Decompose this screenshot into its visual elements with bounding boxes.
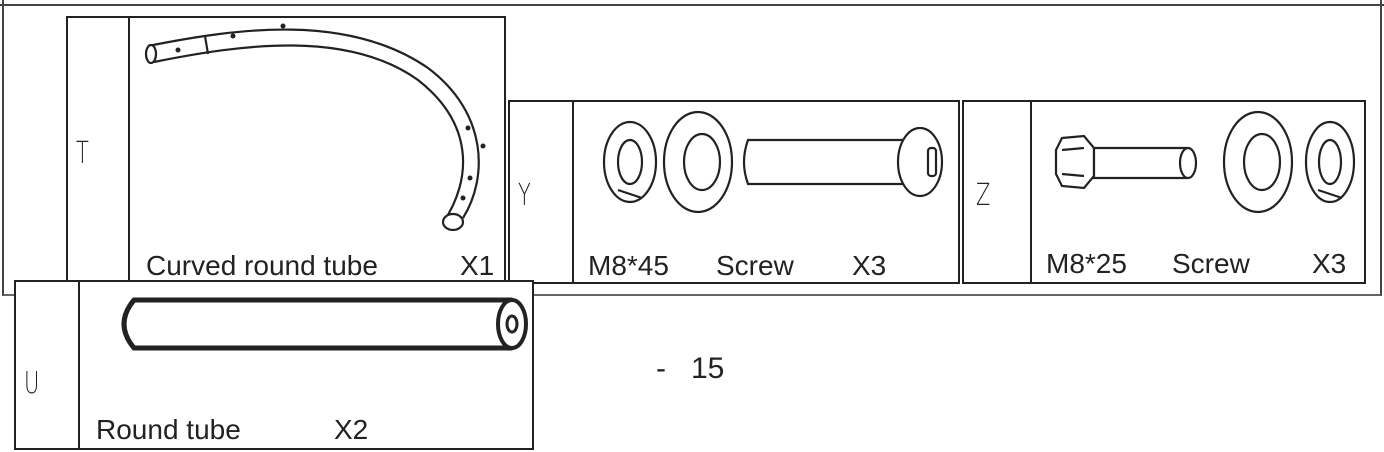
part-z-size: M8*25 (1046, 248, 1127, 279)
part-y-name: Screw (716, 250, 794, 281)
curved-tube-icon (144, 23, 486, 232)
part-u-panel: U Round tube X2 (14, 280, 534, 450)
part-t-letter: T (76, 136, 89, 171)
part-u-letter: U (24, 366, 40, 401)
part-y-panel: Y M8*45 Screw X3 (508, 100, 960, 284)
part-u-name: Round tube (96, 414, 241, 445)
page-frame (2, 0, 1382, 296)
round-tube-icon (121, 297, 528, 351)
part-y-qty: X3 (852, 250, 887, 281)
screw-set-m8x45-icon (602, 110, 944, 214)
part-z-panel: Z M8*25 Screw X3 (962, 100, 1366, 284)
screw-set-m8x25-icon (1054, 110, 1356, 214)
part-t-panel: T Curved round tube X1 (66, 16, 506, 284)
part-t-name: Curved round tube (146, 250, 378, 281)
part-t-qty: X1 (460, 250, 495, 281)
part-u-qty: X2 (334, 414, 369, 445)
part-y-letter: Y (518, 178, 531, 213)
part-z-letter: Z (976, 178, 991, 213)
part-z-qty: X3 (1312, 248, 1347, 279)
part-z-name: Screw (1172, 248, 1250, 279)
part-y-size: M8*45 (588, 250, 669, 281)
page-frame-top (0, 0, 1384, 6)
page-number: - 15 (656, 352, 725, 385)
